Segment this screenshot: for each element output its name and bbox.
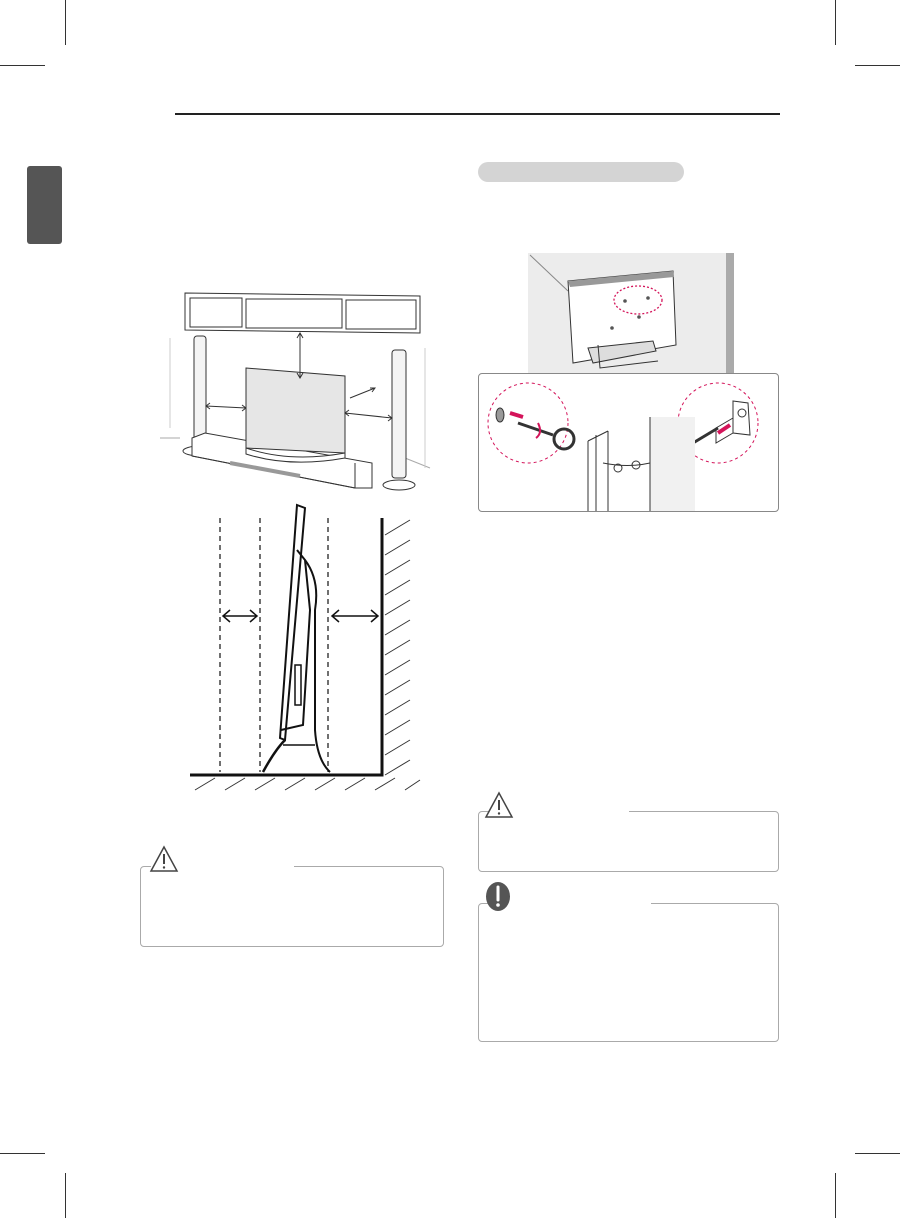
caution-box <box>140 864 444 947</box>
crop-mark <box>65 1173 66 1218</box>
note-box <box>478 901 779 1042</box>
header-rule <box>175 113 780 115</box>
exclamation-note-icon <box>486 882 510 911</box>
tv-clearance-room-illustration <box>160 292 431 491</box>
crop-mark <box>835 1173 836 1218</box>
tv-wall-clearance-side-view <box>190 503 421 791</box>
crop-mark <box>0 65 45 66</box>
warning-triangle-icon <box>149 845 179 872</box>
eye-bolt-bracket-panel <box>478 373 779 512</box>
crop-mark <box>65 0 66 45</box>
caution-box <box>478 809 779 872</box>
crop-mark <box>855 65 900 66</box>
warning-triangle-icon <box>484 791 514 818</box>
tv-back-wall-illustration <box>528 253 734 373</box>
crop-mark <box>855 1153 900 1154</box>
section-tab <box>27 166 62 244</box>
subheading-pill <box>478 162 684 182</box>
crop-mark <box>0 1153 45 1154</box>
crop-mark <box>835 0 836 45</box>
eye-bolt-bracket-strap-illustration <box>487 382 759 511</box>
